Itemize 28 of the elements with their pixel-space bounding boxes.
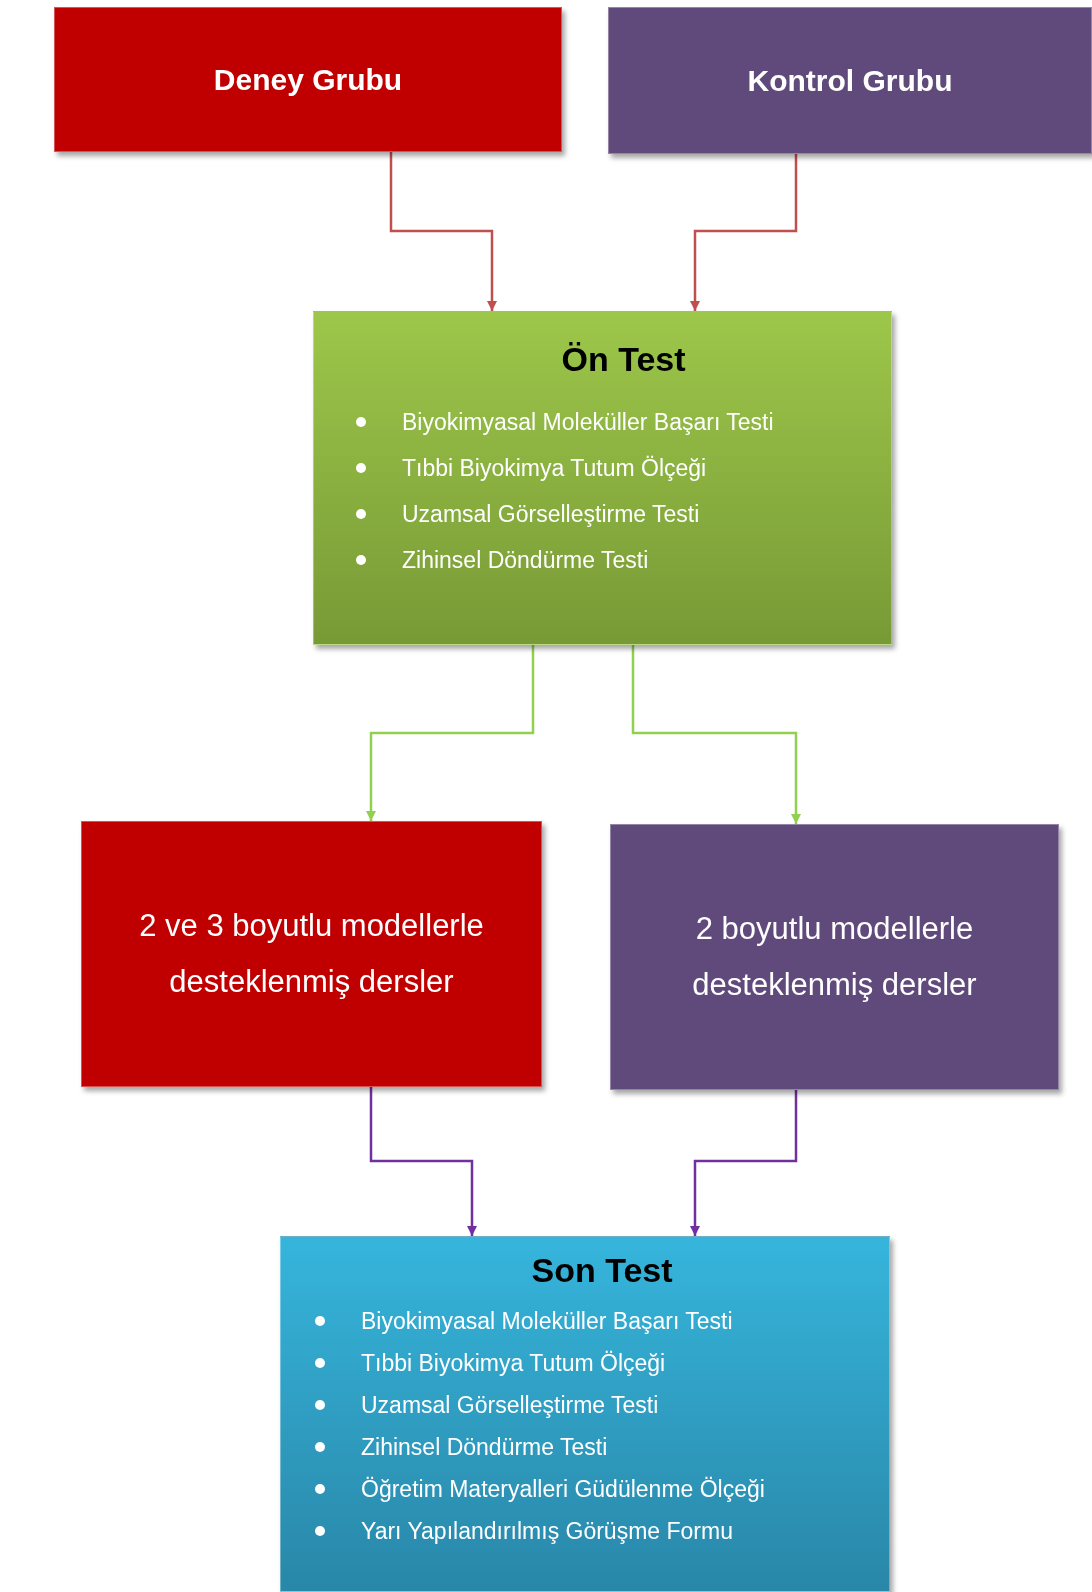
- box-heading: Ön Test: [561, 339, 686, 380]
- list-item: Yarı Yapılandırılmış Görüşme Formu: [361, 1516, 733, 1546]
- connector-arrow: [690, 154, 798, 311]
- test-list-box: [313, 311, 892, 645]
- box-label: 2 ve 3 boyutlu modellerle desteklenmiş dersler: [138, 907, 485, 1001]
- group-box: [54, 7, 562, 152]
- box-heading: Son Test: [531, 1250, 673, 1291]
- box-label: Kontrol Grubu: [747, 63, 953, 99]
- test-list-box: [280, 1236, 890, 1592]
- list-item: Zihinsel Döndürme Testi: [361, 1432, 608, 1462]
- box-label: 2 boyutlu modellerle desteklenmiş dersler: [691, 910, 978, 1004]
- list-item: Biyokimyasal Moleküller Başarı Testi: [402, 407, 774, 437]
- group-box: [81, 821, 542, 1087]
- connector-arrow: [366, 645, 535, 821]
- group-box: [610, 824, 1059, 1090]
- list-item: Tıbbi Biyokimya Tutum Ölçeği: [361, 1348, 666, 1378]
- connector-arrow: [369, 1087, 477, 1236]
- list-item: Zihinsel Döndürme Testi: [402, 545, 649, 575]
- connector-arrow: [690, 1090, 798, 1236]
- connector-arrow: [389, 152, 497, 311]
- list-item: Tıbbi Biyokimya Tutum Ölçeği: [402, 453, 707, 483]
- connector-arrow: [631, 645, 801, 824]
- box-label: Deney Grubu: [213, 62, 403, 98]
- list-item: Öğretim Materyalleri Güdülenme Ölçeği: [361, 1474, 765, 1504]
- list-item: Uzamsal Görselleştirme Testi: [402, 499, 700, 529]
- list-item: Biyokimyasal Moleküller Başarı Testi: [361, 1306, 733, 1336]
- group-box: [608, 7, 1092, 154]
- list-item: Uzamsal Görselleştirme Testi: [361, 1390, 659, 1420]
